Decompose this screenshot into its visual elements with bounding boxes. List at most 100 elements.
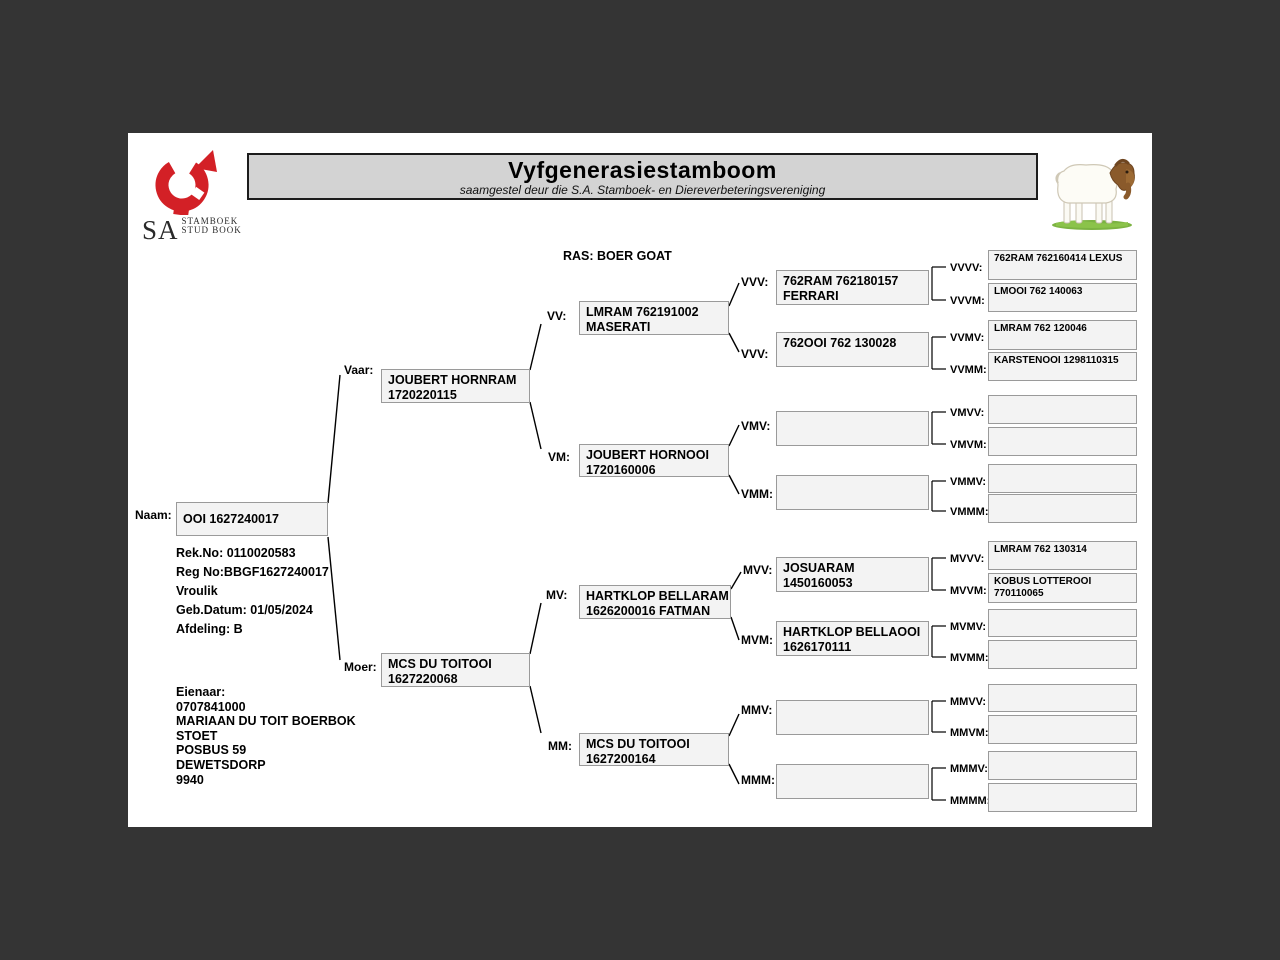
gen4-label-vvv: VVV: [741, 275, 769, 289]
gen5-box-vvvm: LMOOI 762 140063 [988, 283, 1137, 312]
gen4-box-vmm [776, 475, 929, 510]
gen4-label-vmm: VMM: [741, 487, 773, 501]
gen2-vaar-id: 1720220115 [388, 388, 457, 402]
gen5-label-vmmv: VMMV: [950, 476, 987, 488]
gen4-box-mvm: HARTKLOP BELLAOOI 1626170111 [776, 621, 929, 656]
gen2-box-vaar: JOUBERT HORNRAM 1720220115 [381, 369, 530, 403]
gen5-box-mmvv [988, 684, 1137, 712]
sa-stamboek-logo-icon [155, 150, 217, 217]
gen5-box-mmmv [988, 751, 1137, 780]
gen5-box-vvvv: 762RAM 762160414 LEXUS [988, 250, 1137, 280]
gen5-label-mmmm: MMMM: [950, 795, 991, 807]
gen3-mv-name: HARTKLOP BELLARAM [586, 589, 729, 603]
gen5-box-vvmv: LMRAM 762 120046 [988, 320, 1137, 350]
gen5-label-mvmv: MVMV: [950, 621, 987, 633]
subject-sex: Vroulik [176, 584, 218, 598]
gen4-label-vmv: VMV: [741, 419, 771, 433]
gen3-vm-id: 1720160006 [586, 463, 656, 477]
gen5-label-vmvv: VMVV: [950, 407, 985, 419]
gen5-vvmm-name: KARSTENOOI 1298110315 [994, 355, 1119, 366]
subject-name-label: Naam: [135, 508, 172, 522]
gen5-box-mmvm [988, 715, 1137, 744]
breed-heading: RAS: BOER GOAT [563, 249, 672, 263]
owner-name: MARIAAN DU TOIT BOERBOK [176, 714, 356, 729]
gen2-label-moer: Moer: [344, 660, 377, 674]
subject-section: Afdeling: B [176, 622, 243, 636]
gen4-vvm-name: 762OOI 762 130028 [783, 336, 897, 350]
gen5-box-vmvm [988, 427, 1137, 456]
gen3-mv-id: 1626200016 FATMAN [586, 604, 711, 618]
gen4-mvv-id: 1450160053 [783, 576, 853, 590]
gen5-label-vvmm: VVMM: [950, 364, 987, 376]
gen3-label-mm: MM: [548, 739, 572, 753]
gen4-label-vvm: VVV: [741, 347, 769, 361]
owner-address-2: DEWETSDORP [176, 757, 266, 772]
gen5-label-mmvv: MMVV: [950, 696, 987, 708]
gen4-box-vvm: 762OOI 762 130028 [776, 332, 929, 367]
boer-goat-illustration [1052, 158, 1135, 230]
gen5-box-mvmv [988, 609, 1137, 637]
owner-details: Eienaar: 0707841000 MARIAAN DU TOIT BOER… [176, 685, 356, 787]
gen4-box-vvv: 762RAM 762180157 FERRARI [776, 270, 929, 305]
gen5-box-vmvv [988, 395, 1137, 424]
subject-name-box: OOI 1627240017 [176, 502, 328, 536]
gen5-label-mvvv: MVVV: [950, 553, 985, 565]
owner-postal-code: 9940 [176, 772, 204, 787]
subject-details: Rek.No: 0110020583 Reg No:BBGF1627240017… [176, 544, 329, 639]
logo-stamboek-label: STAMBOEK [181, 216, 239, 226]
subject-reg-no: Reg No:BBGF1627240017 [176, 565, 329, 579]
gen2-moer-name: MCS DU TOITOOI [388, 657, 492, 671]
gen4-label-mvm: MVM: [741, 633, 773, 647]
gen5-box-mvvv: LMRAM 762 130314 [988, 541, 1137, 570]
gen4-mvm-name: HARTKLOP BELLAOOI [783, 625, 921, 639]
gen5-label-mvvm: MVVM: [950, 585, 987, 597]
owner-heading: Eienaar: [176, 685, 226, 699]
gen5-vvvm-name: LMOOI 762 140063 [994, 286, 1083, 297]
page-title: Vyfgenerasiestamboom [508, 157, 777, 183]
owner-address-1: POSBUS 59 [176, 743, 247, 758]
gen3-vm-name: JOUBERT HORNOOI [586, 448, 709, 462]
gen5-label-vmmm: VMMM: [950, 506, 989, 518]
page-subtitle: saamgestel deur die S.A. Stamboek- en Di… [459, 183, 826, 197]
gen5-box-vvmm: KARSTENOOI 1298110315 [988, 352, 1137, 381]
subject-name-value: OOI 1627240017 [183, 512, 279, 526]
gen2-box-moer: MCS DU TOITOOI 1627220068 [381, 653, 530, 687]
gen5-box-vmmm [988, 494, 1137, 523]
gen4-box-mmv [776, 700, 929, 735]
gen5-label-mmvm: MMVM: [950, 727, 989, 739]
gen3-label-mv: MV: [546, 588, 568, 602]
gen5-box-mvmm [988, 640, 1137, 669]
gen4-box-mmm [776, 764, 929, 799]
gen4-label-mvv: MVV: [743, 563, 773, 577]
gen3-vv-name: LMRAM 762191002 [586, 305, 699, 319]
owner-number: 0707841000 [176, 699, 246, 714]
gen3-box-vv: LMRAM 762191002 MASERATI [579, 301, 729, 335]
gen5-label-vmvm: VMVM: [950, 439, 987, 451]
gen5-box-mvvm: KOBUS LOTTEROOI 770110065 [988, 573, 1137, 603]
gen5-label-vvvv: VVVV: [950, 262, 983, 274]
gen4-vvv-id: FERRARI [783, 289, 839, 303]
gen5-label-mvmm: MVMM: [950, 652, 989, 664]
gen3-label-vv: VV: [547, 309, 567, 323]
gen4-vvv-name: 762RAM 762180157 [783, 274, 899, 288]
subject-rek-no: Rek.No: 0110020583 [176, 546, 296, 560]
gen5-mvvm-name: KOBUS LOTTEROOI [994, 576, 1092, 587]
gen3-box-mv: HARTKLOP BELLARAM 1626200016 FATMAN [579, 585, 731, 619]
gen5-mvvm-id: 770110065 [994, 588, 1044, 599]
gen2-moer-id: 1627220068 [388, 672, 458, 686]
logo-sa-label: SA [142, 215, 179, 245]
gen4-box-mvv: JOSUARAM 1450160053 [776, 557, 929, 592]
gen5-vvmv-name: LMRAM 762 120046 [994, 323, 1087, 334]
gen3-vv-id: MASERATI [586, 320, 651, 334]
gen2-vaar-name: JOUBERT HORNRAM [388, 373, 517, 387]
gen3-label-vm: VM: [548, 450, 570, 464]
gen5-label-vvvm: VVVM: [950, 295, 985, 307]
gen3-box-mm: MCS DU TOITOOI 1627200164 [579, 733, 729, 766]
logo-studbook-label: STUD BOOK [181, 225, 242, 235]
owner-name-2: STOET [176, 728, 218, 743]
gen4-mvv-name: JOSUARAM [783, 561, 855, 575]
